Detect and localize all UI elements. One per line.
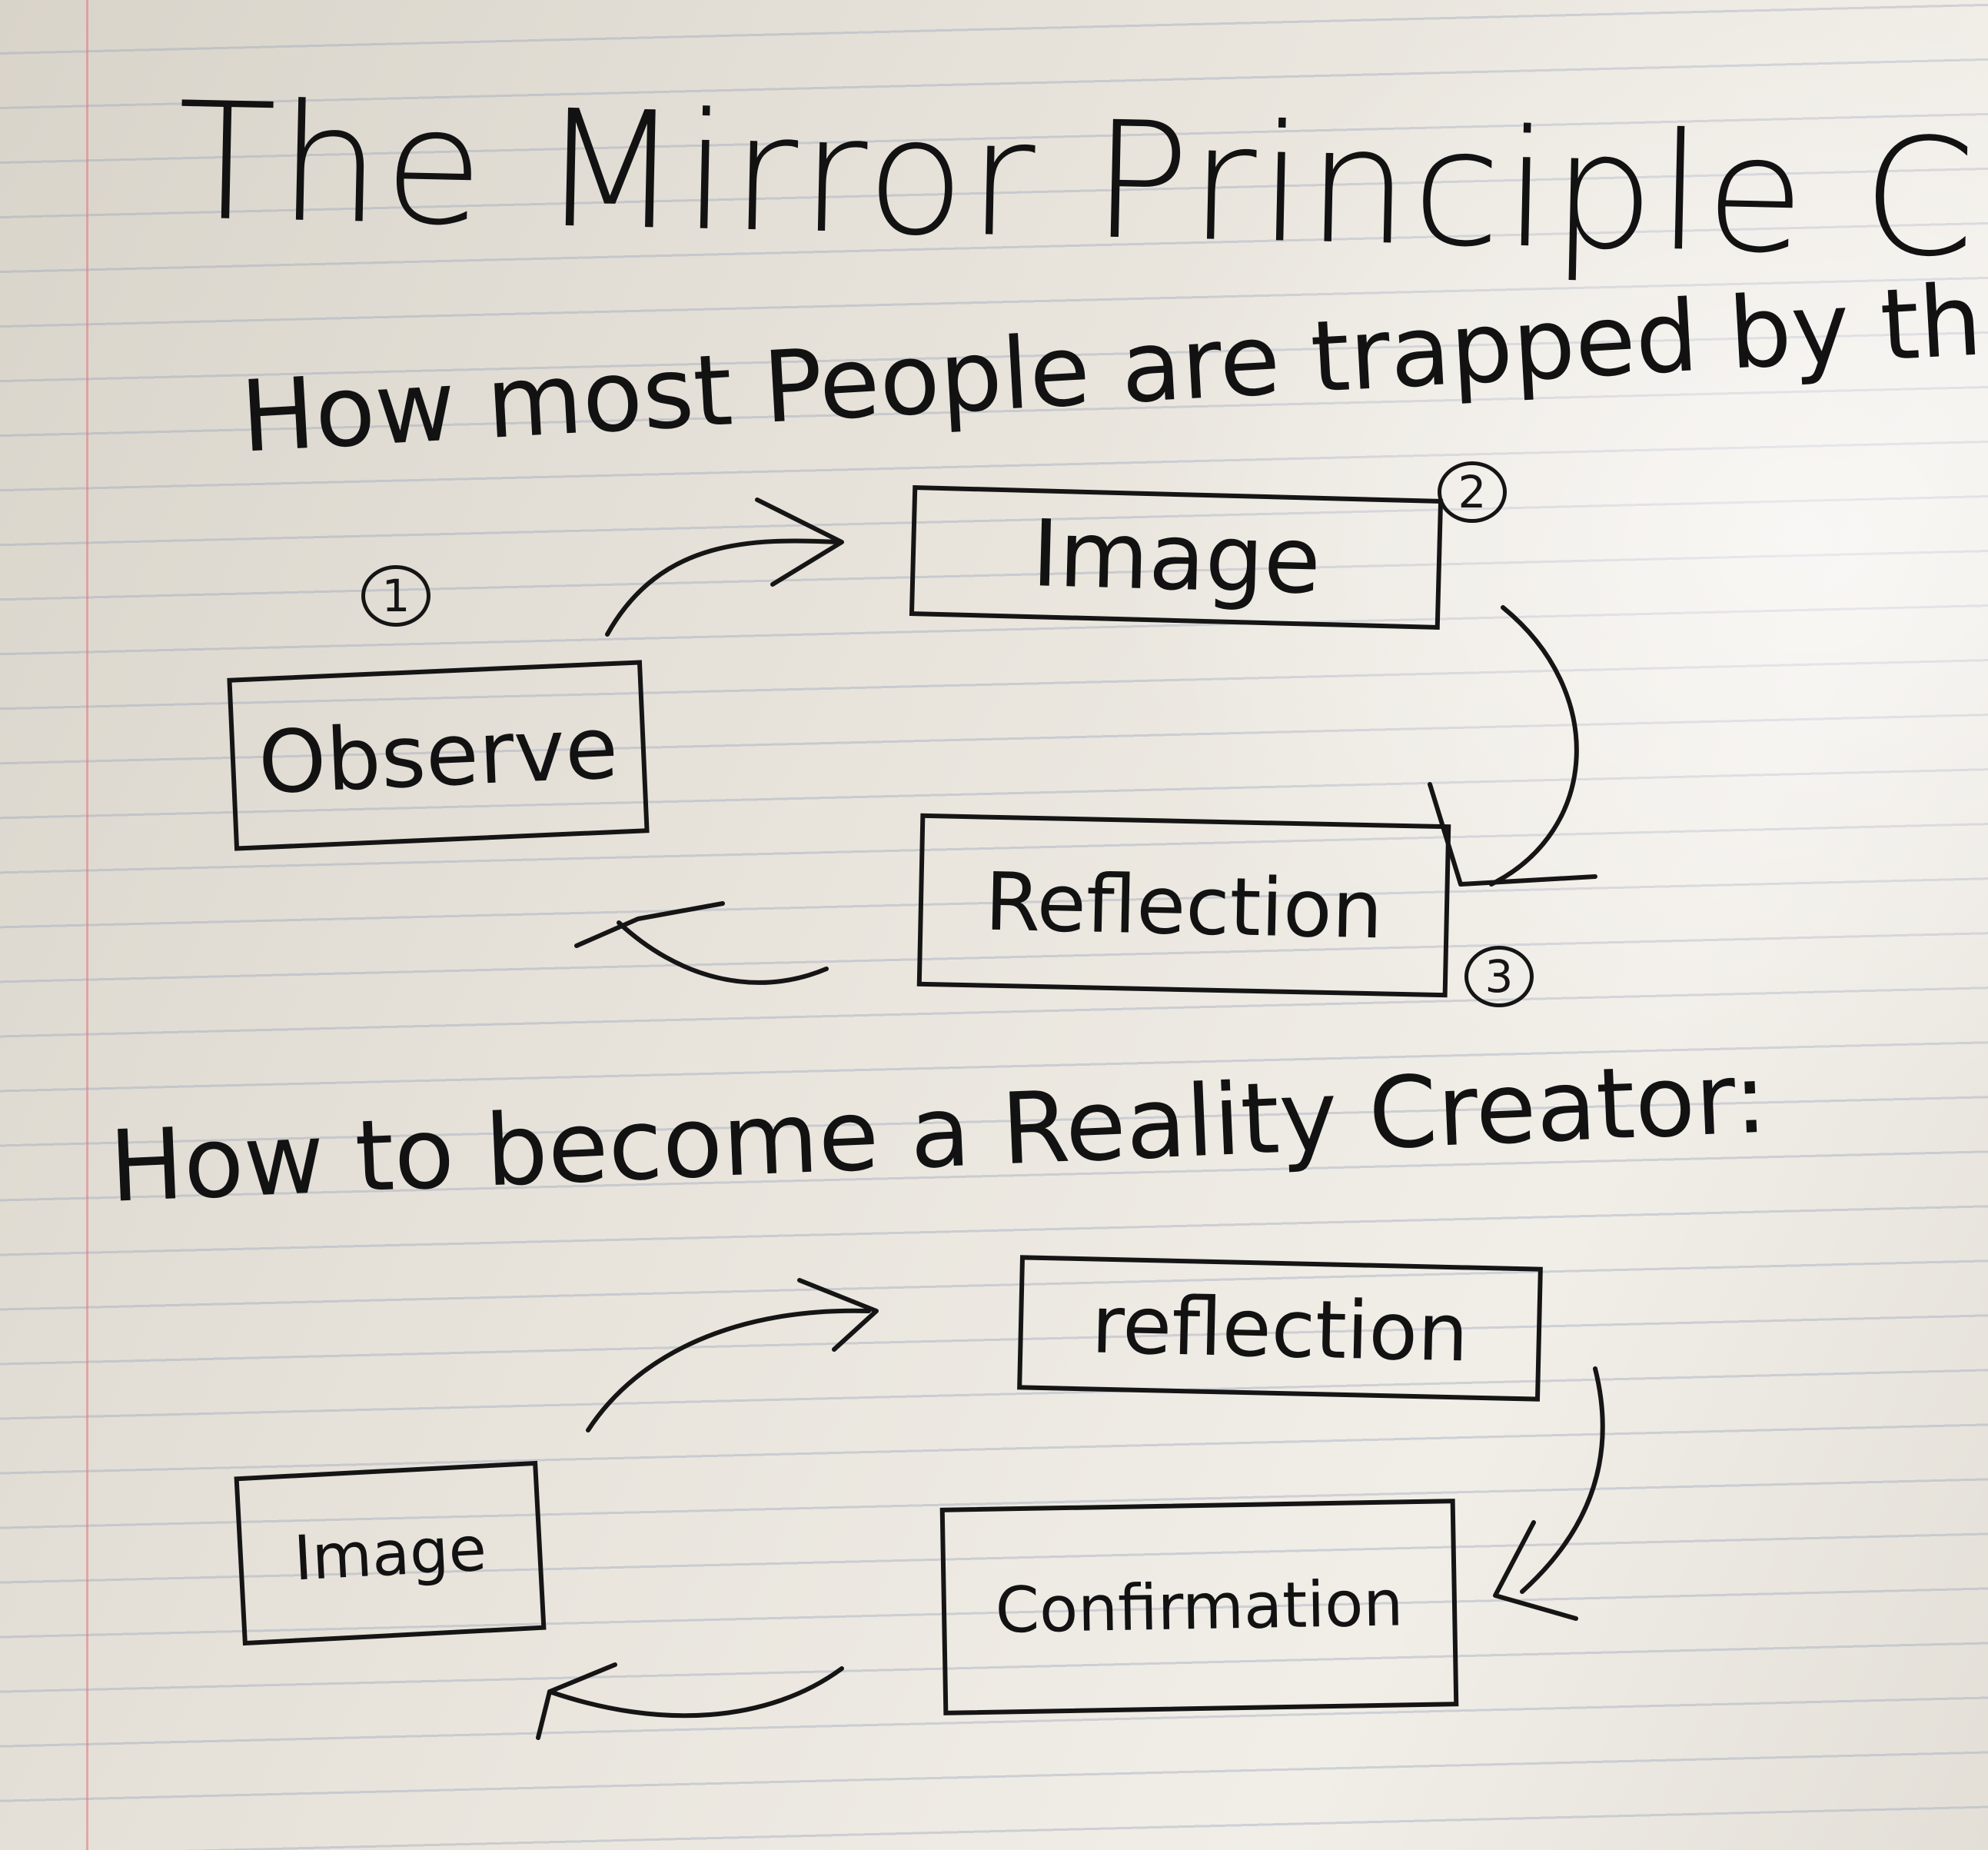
arrow-image-to-reflection-2 xyxy=(586,1308,871,1432)
arrow-observe-to-image xyxy=(605,538,840,637)
arrow-reflection-to-observe xyxy=(617,920,829,985)
arrowhead-confirmation-to-image xyxy=(536,1662,617,1740)
arrowhead-image-to-reflection xyxy=(1428,782,1597,887)
step-number-3: 3 xyxy=(1464,946,1534,1007)
arrow-confirmation-to-image xyxy=(547,1666,844,1719)
arrowhead-reflection-to-confirmation xyxy=(1493,1520,1578,1621)
arrowhead-reflection-to-observe xyxy=(574,901,725,948)
step-number-2: 2 xyxy=(1438,461,1507,523)
step-number-1: 1 xyxy=(361,565,431,627)
arrow-reflection-to-confirmation xyxy=(1520,1366,1605,1594)
arrowhead-observe-to-image xyxy=(755,497,844,587)
arrow-image-to-reflection xyxy=(1489,605,1579,887)
margin-line xyxy=(86,0,88,1850)
arrowhead-image-to-reflection-2 xyxy=(797,1278,879,1352)
